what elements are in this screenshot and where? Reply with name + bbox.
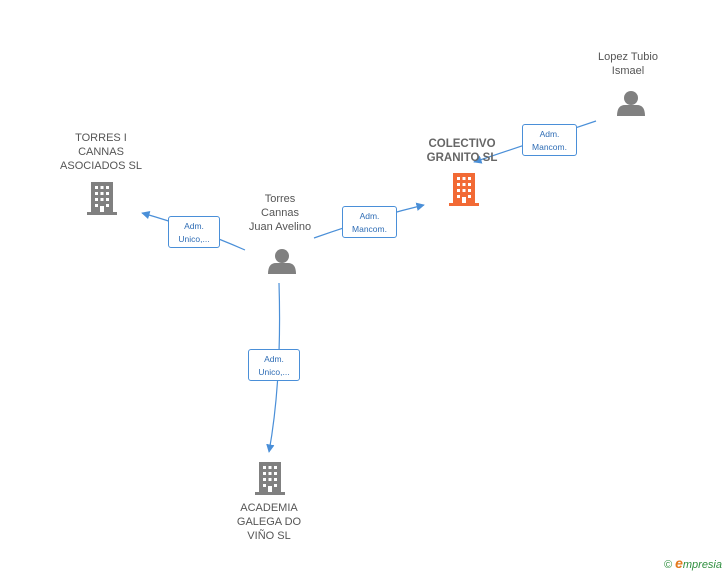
edge-label-lopez-colectivo: Adm. Mancom. [522, 124, 577, 156]
person-icon-lopez[interactable] [617, 91, 645, 116]
copyright-symbol: © [663, 559, 673, 571]
node-label-torres-juan[interactable]: Torres Cannas Juan Avelino [248, 193, 312, 233]
node-label-academia[interactable]: ACADEMIA GALEGA DO VIÑO SL [236, 502, 302, 542]
node-label-torres-asociados[interactable]: TORRES I CANNAS ASOCIADOS SL [60, 132, 142, 172]
node-label-lopez[interactable]: Lopez Tubio Ismael [598, 51, 658, 77]
edge-label-juan-torres: Adm. Unico,... [168, 216, 220, 248]
node-label-colectivo[interactable]: COLECTIVO GRANITO SL [426, 138, 498, 164]
person-icon-torres-juan[interactable] [268, 249, 296, 274]
building-icon-torres-asociados[interactable] [87, 182, 117, 215]
edge-label-juan-colectivo: Adm. Mancom. [342, 206, 397, 238]
brand-initial: e [675, 555, 683, 571]
building-icon-colectivo[interactable] [449, 173, 479, 206]
brand-name: mpresia [682, 559, 722, 571]
brand-logo: © empresia [664, 555, 722, 571]
edge-label-juan-academia: Adm. Unico,... [248, 349, 300, 381]
building-icon-academia[interactable] [255, 462, 285, 495]
